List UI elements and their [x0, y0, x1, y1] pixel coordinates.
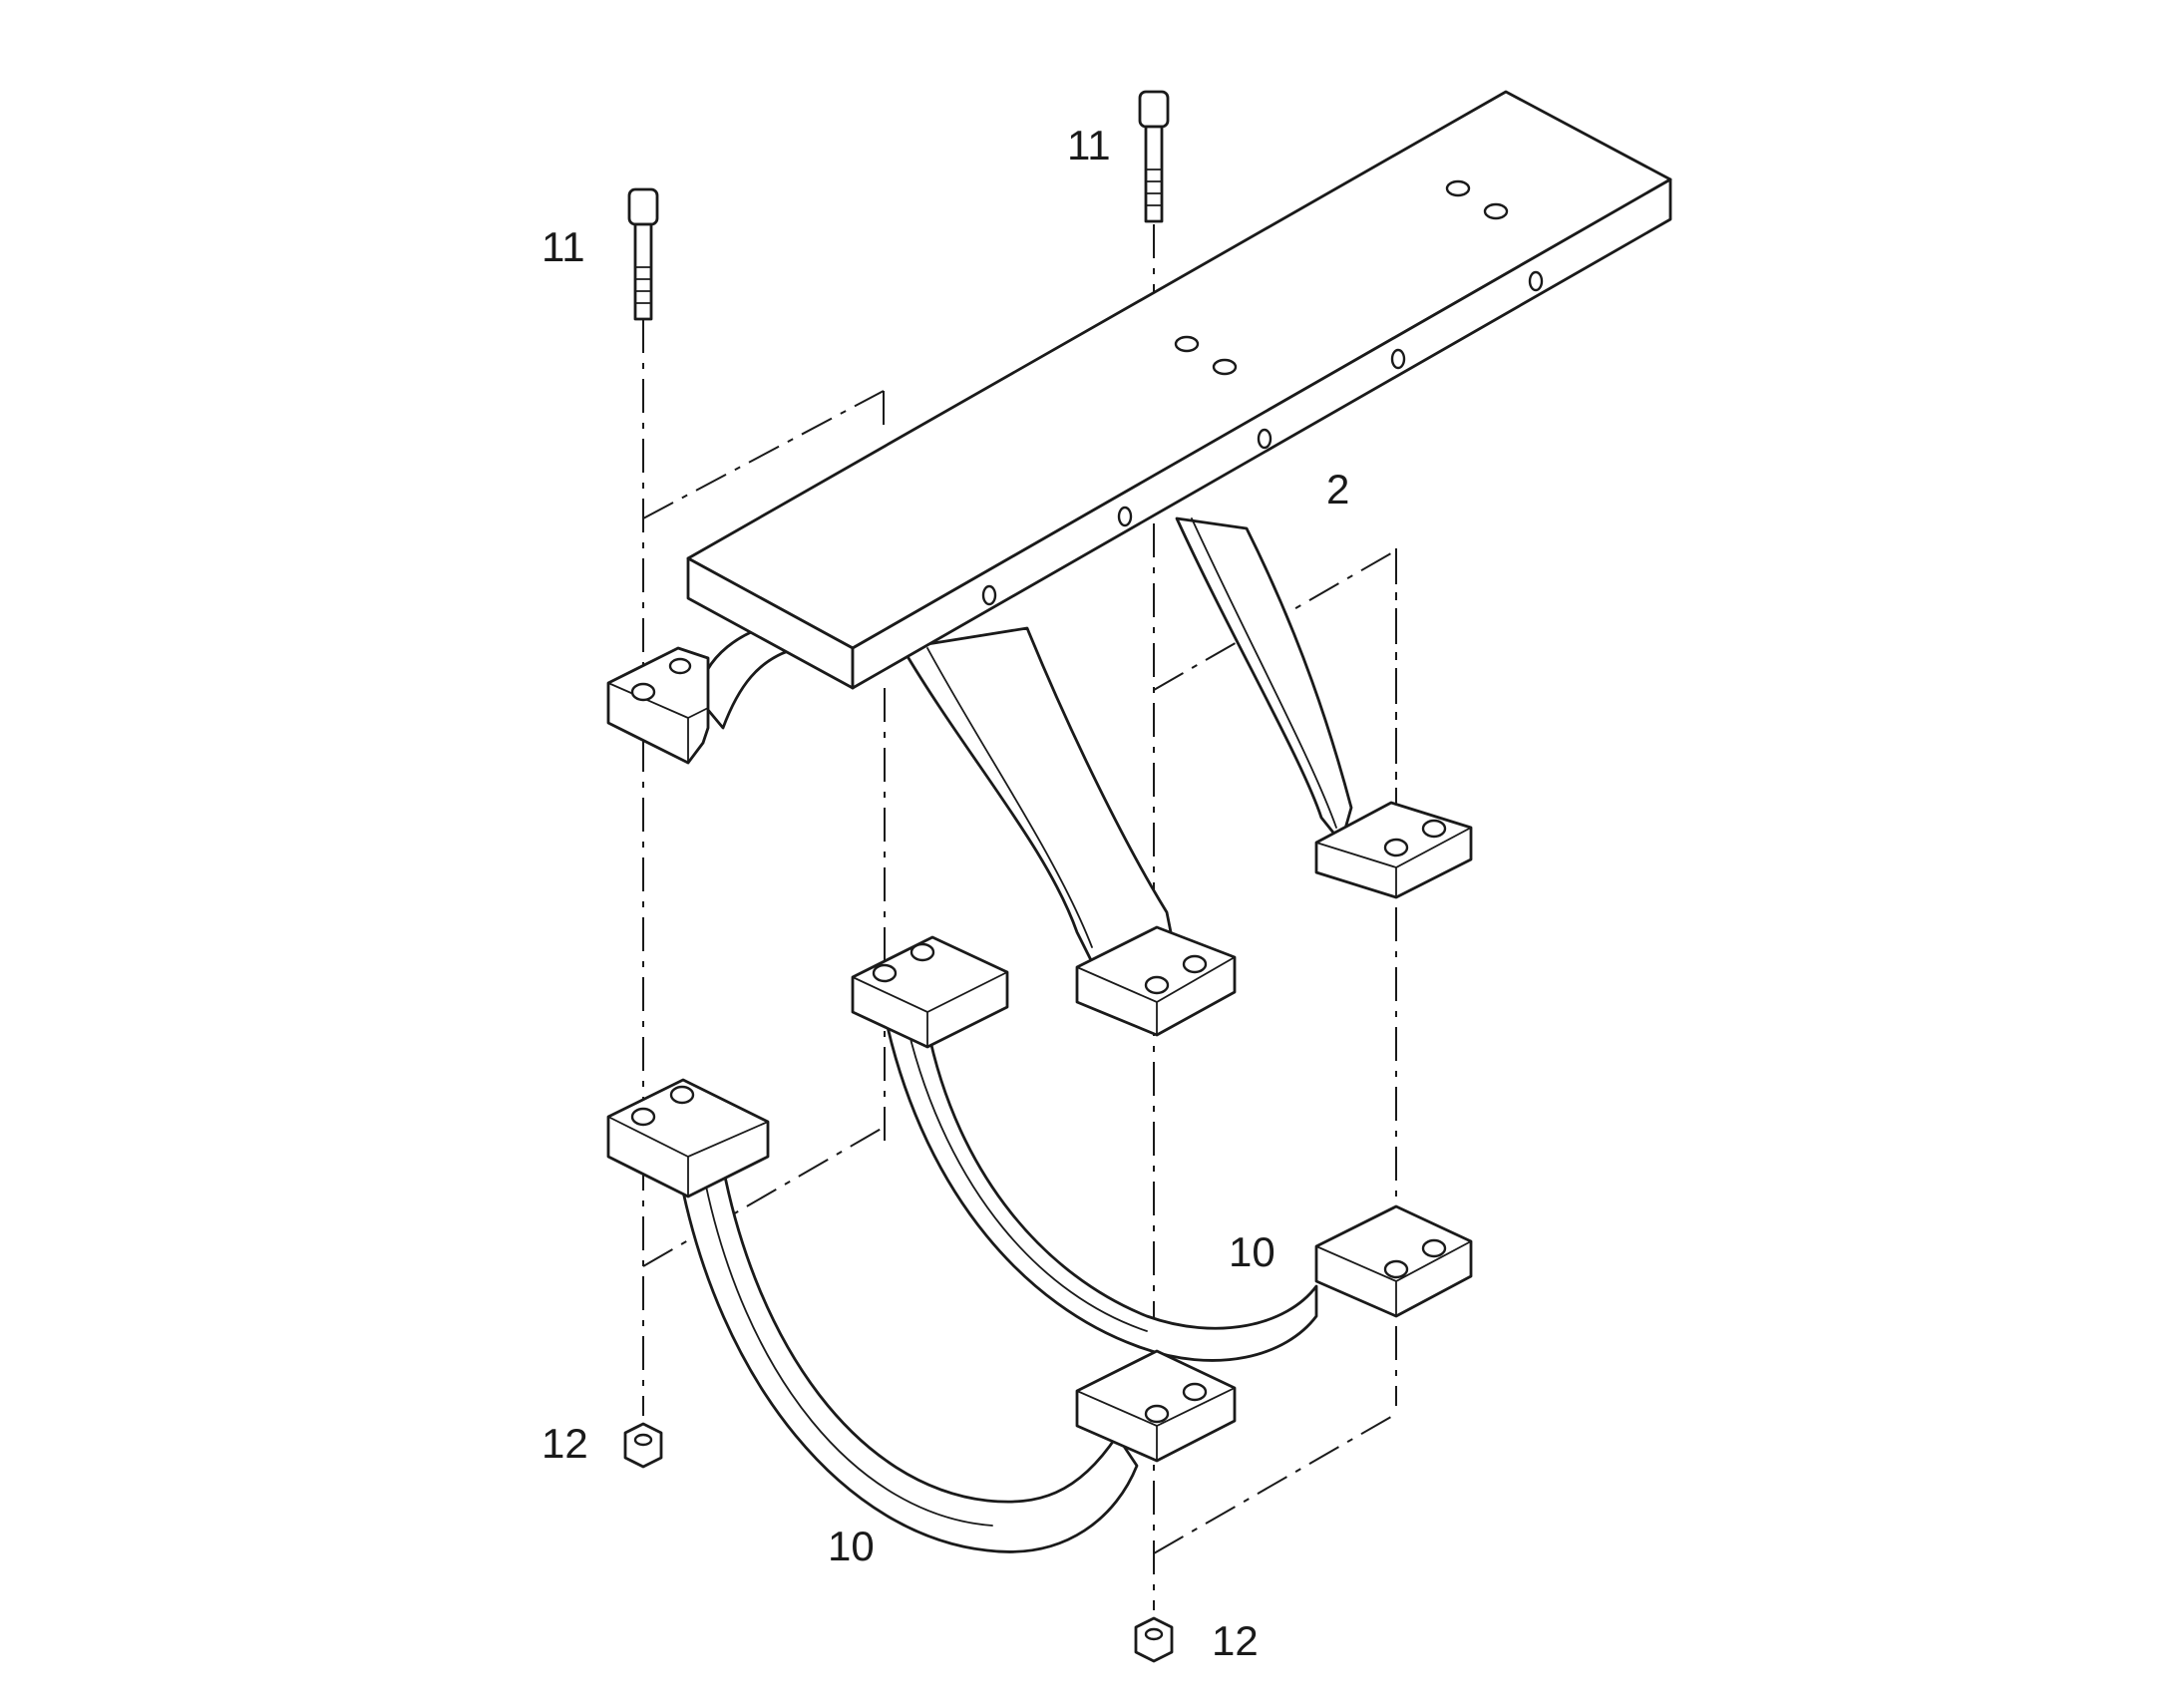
bolt-right: [1138, 90, 1170, 223]
callout-lower-clamp-front: 10: [828, 1523, 875, 1569]
bolt-left: [627, 187, 659, 321]
support-beam: [686, 90, 1672, 690]
callout-nut-right: 12: [1212, 1617, 1259, 1664]
callout-support-beam: 2: [1326, 466, 1349, 512]
callout-bolt-left: 11: [542, 223, 585, 270]
nut-left: [623, 1422, 663, 1469]
upper-clamp-back: [1175, 516, 1473, 899]
nut-right: [1134, 1616, 1174, 1663]
callout-lower-clamp-back: 10: [1229, 1228, 1275, 1275]
lower-clamp-front: [606, 1078, 1237, 1553]
upper-clamp-front: [901, 626, 1237, 1037]
callout-nut-left: 12: [542, 1420, 588, 1467]
callout-bolt-right: 11: [1067, 122, 1111, 169]
lower-clamp-back: [851, 935, 1473, 1362]
